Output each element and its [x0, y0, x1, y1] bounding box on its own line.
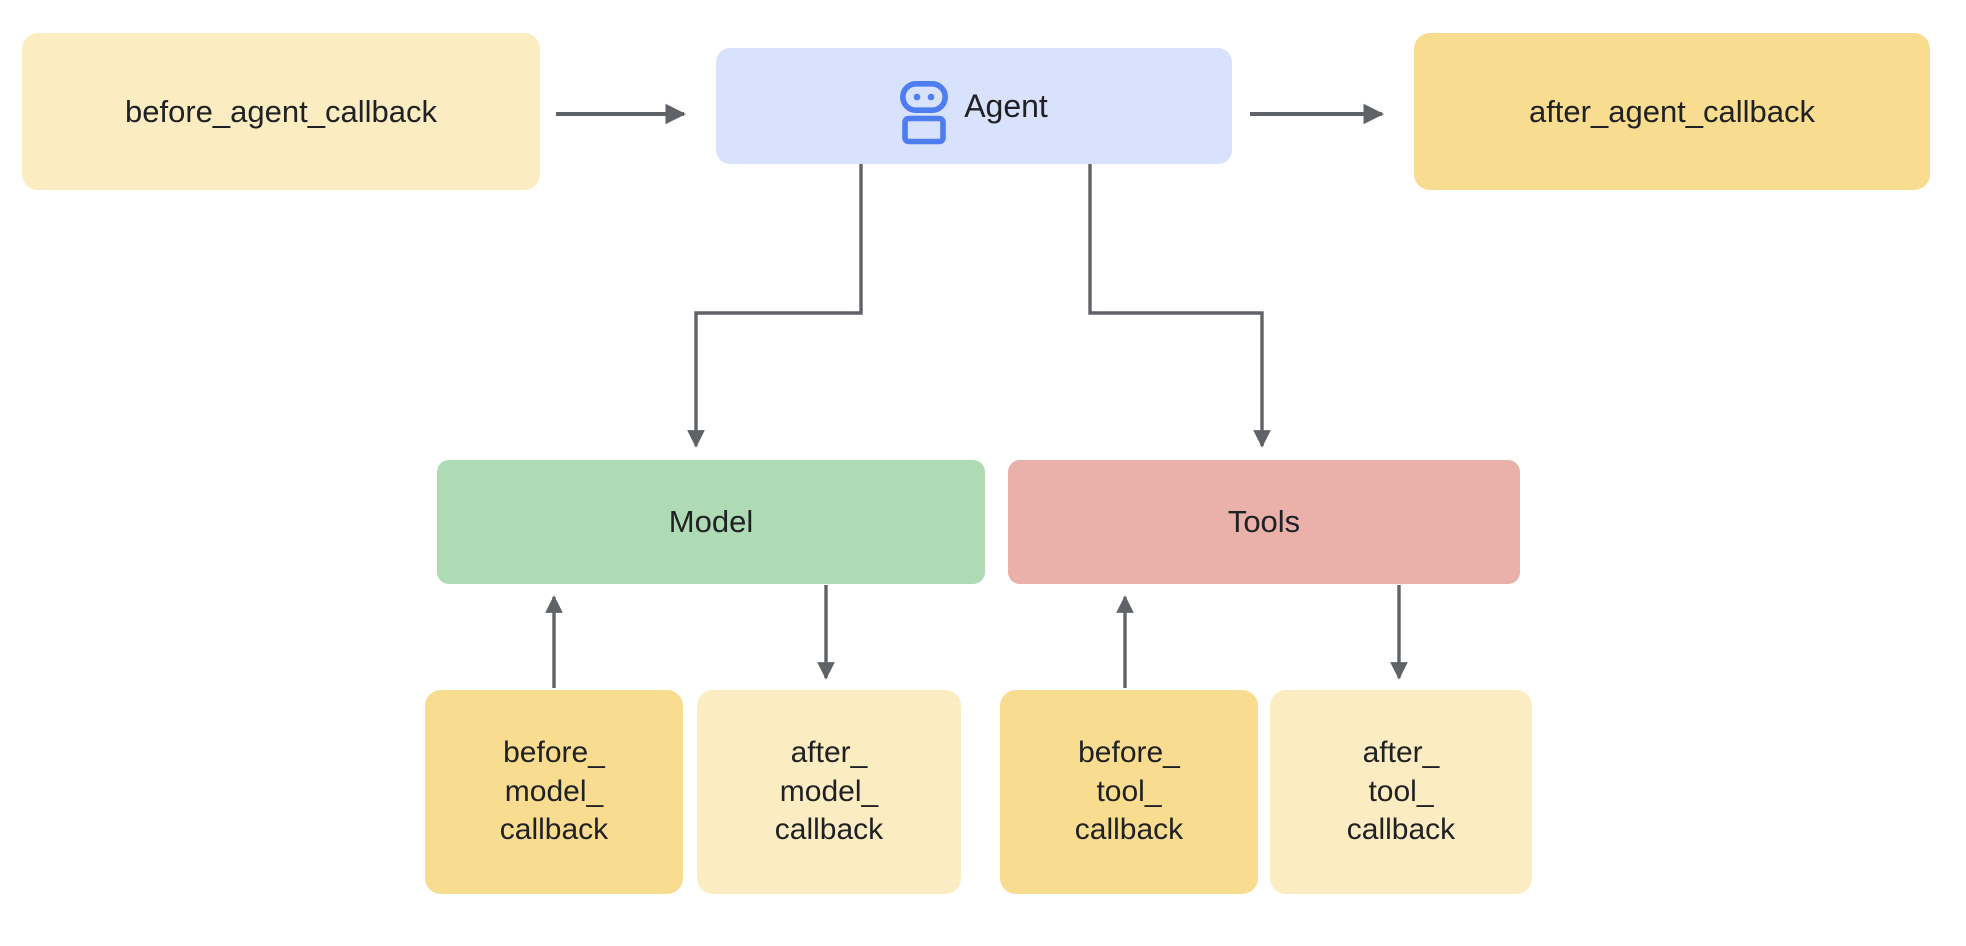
- edge-agent-to-tools: [1088, 163, 1271, 448]
- node-after-tool-callback[interactable]: after_ tool_ callback: [1270, 690, 1532, 894]
- node-after-model-callback[interactable]: after_ model_ callback: [697, 690, 961, 894]
- robot-icon: [900, 61, 949, 152]
- agent-content: Agent: [900, 61, 1048, 152]
- node-after-agent-callback[interactable]: after_agent_callback: [1414, 33, 1930, 190]
- node-agent[interactable]: Agent: [716, 48, 1232, 164]
- agent-label: Agent: [964, 87, 1048, 124]
- node-model[interactable]: Model: [437, 460, 985, 584]
- node-before-agent-callback[interactable]: before_agent_callback: [22, 33, 540, 190]
- node-tools[interactable]: Tools: [1008, 460, 1520, 584]
- node-before-tool-callback[interactable]: before_ tool_ callback: [1000, 690, 1258, 894]
- edge-agent-to-model: [687, 163, 863, 448]
- node-before-model-callback[interactable]: before_ model_ callback: [425, 690, 683, 894]
